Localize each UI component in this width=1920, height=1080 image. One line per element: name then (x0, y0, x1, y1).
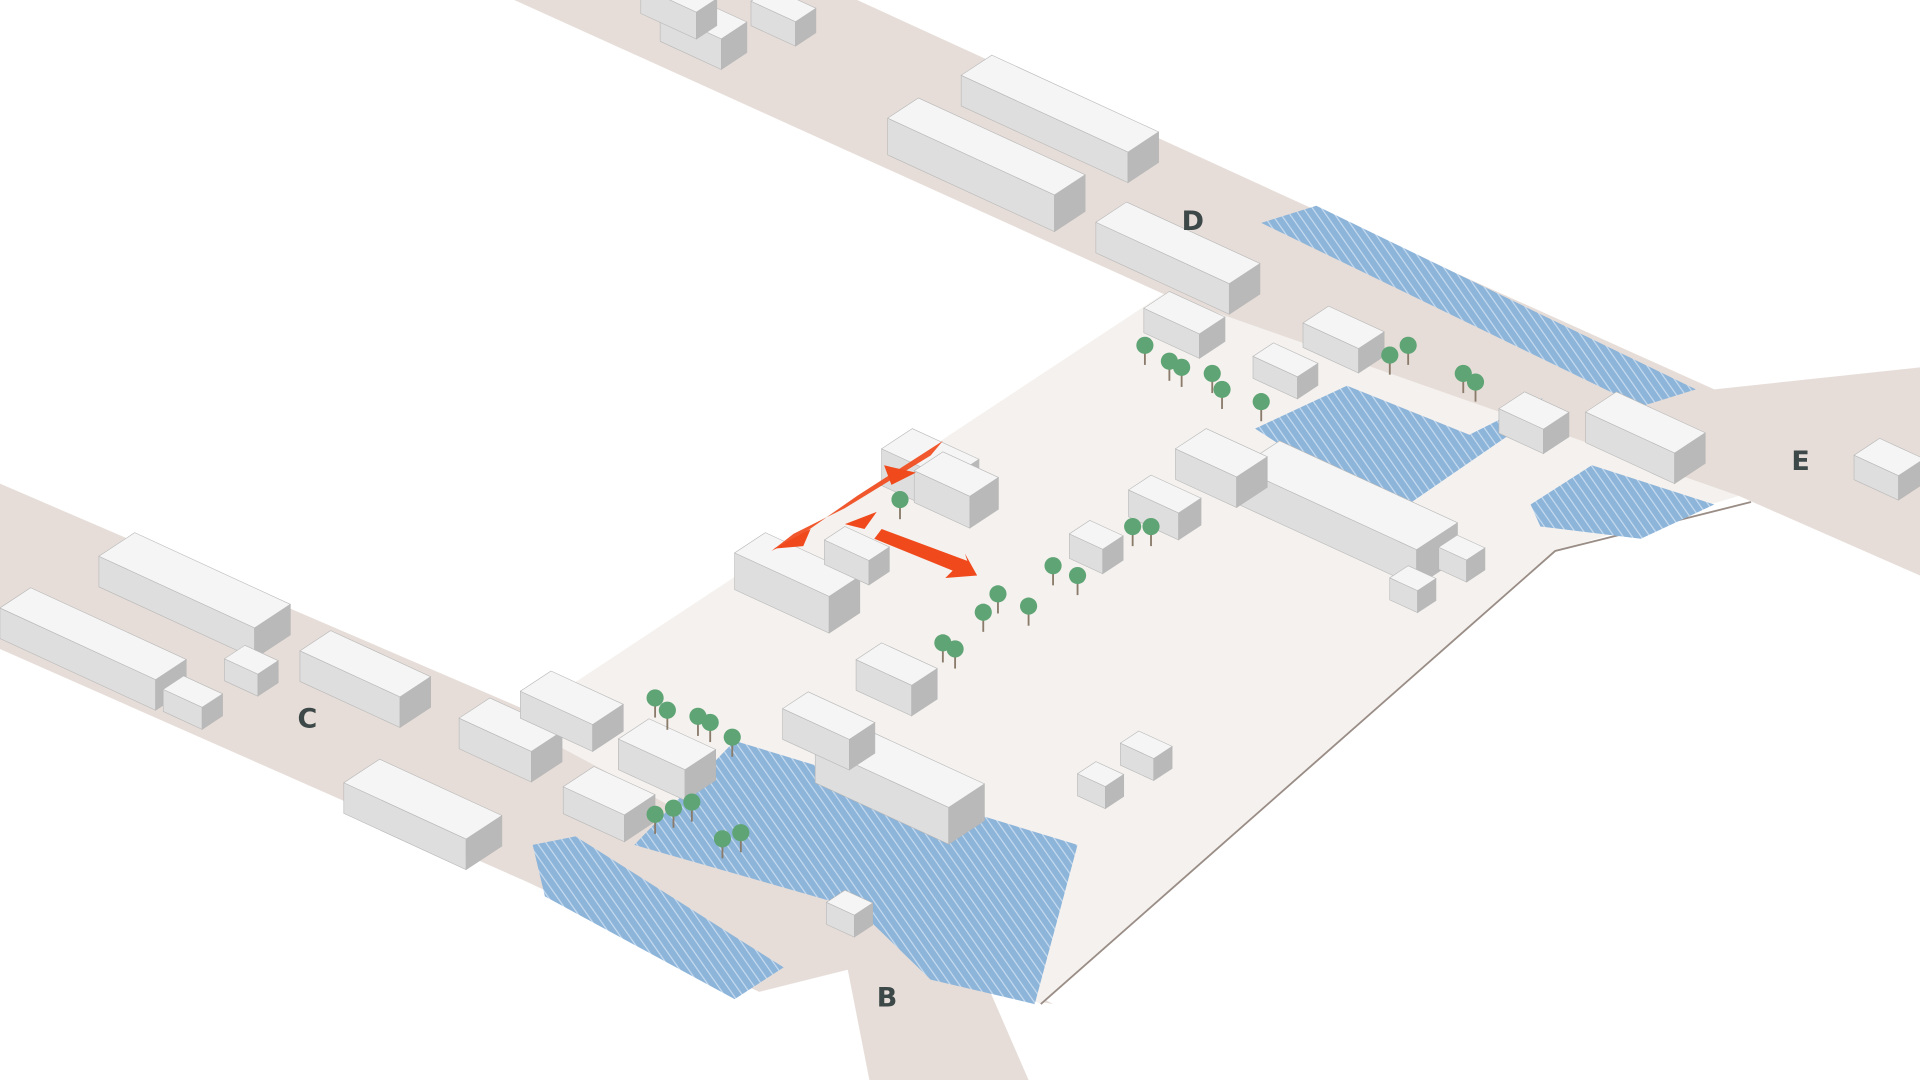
highlight-zone-c (532, 836, 784, 1000)
tree-icon (664, 799, 683, 817)
building-roof (1068, 520, 1124, 550)
tree-icon (701, 713, 719, 732)
tree-icon (1213, 380, 1231, 398)
building-roof (562, 766, 656, 816)
building-roof (887, 97, 1086, 196)
tree-icon (1203, 364, 1221, 383)
tree-icon (1454, 364, 1472, 383)
building-roof (750, 0, 817, 23)
tree-icon (989, 585, 1007, 603)
tree-icon (713, 830, 732, 848)
building-roof (960, 54, 1160, 153)
plaza-edge (1040, 501, 1752, 1005)
tree-icon (1068, 566, 1087, 585)
building-roof (98, 532, 291, 629)
building-roof (343, 758, 503, 840)
building-roof (1302, 305, 1385, 349)
building-face-right (696, 0, 718, 40)
highlight-zone-b (634, 740, 1078, 1005)
route-arrow-east (874, 528, 978, 578)
building-roof (855, 642, 938, 686)
route-arrow-head-north (884, 465, 916, 485)
building-roof (1389, 565, 1437, 591)
building-roof (1095, 201, 1261, 285)
zone-label-e: E (1791, 446, 1809, 477)
building-roof (669, 0, 716, 13)
tree-icon (646, 689, 664, 707)
route-arrow-head-west (773, 528, 811, 549)
zone-label-c: C (298, 703, 318, 734)
tree-icon (683, 793, 701, 811)
tree-icon (1252, 393, 1270, 411)
building-roof (781, 691, 876, 740)
tree-icon (1136, 336, 1154, 354)
building-roof (0, 587, 187, 680)
tree-icon (891, 491, 909, 509)
zone-label-b: B (877, 983, 898, 1014)
building-roof (223, 644, 279, 675)
building-roof (1252, 342, 1319, 378)
tree-icon (1142, 517, 1160, 536)
building-roof (1174, 428, 1268, 478)
building-blocks (0, 0, 1920, 938)
building-roof (162, 675, 224, 708)
tree-icon (974, 603, 992, 621)
tree-icon (732, 824, 750, 842)
tree-icon (946, 640, 964, 658)
tree-icon (1044, 557, 1062, 575)
building-roof (1585, 391, 1706, 454)
building-roof (823, 526, 891, 561)
building-face-right (1898, 461, 1920, 501)
zone-label-d: D (1182, 206, 1204, 237)
zone-labels: D E C B (298, 206, 1810, 1013)
building-roof (825, 889, 874, 916)
tree-icon (723, 728, 741, 746)
highlighted-zones (532, 205, 1715, 1005)
route-arrow-head-south (844, 511, 877, 529)
building-roof (913, 451, 1000, 497)
building-roof (299, 630, 432, 698)
tree-icon (1381, 346, 1399, 364)
tree-icon (1020, 597, 1038, 615)
tree-icon (1124, 517, 1142, 536)
building-roof (1076, 761, 1125, 787)
tree-icon (658, 701, 676, 719)
building-roof (519, 670, 624, 725)
building-roof (1498, 391, 1570, 430)
tree-icon (1399, 336, 1417, 354)
building-roof (1143, 291, 1226, 335)
trees (646, 336, 1485, 859)
building-roof (1438, 534, 1486, 561)
highlight-zone-d (1261, 205, 1696, 407)
building-roof (1853, 438, 1920, 477)
building-roof (617, 718, 717, 771)
building-roof (1119, 730, 1173, 759)
tree-icon (1466, 373, 1485, 391)
tree-icon (646, 805, 664, 823)
highlight-zone-e (1530, 465, 1715, 539)
tree-icon (1173, 358, 1191, 376)
building-roof (1127, 474, 1202, 514)
